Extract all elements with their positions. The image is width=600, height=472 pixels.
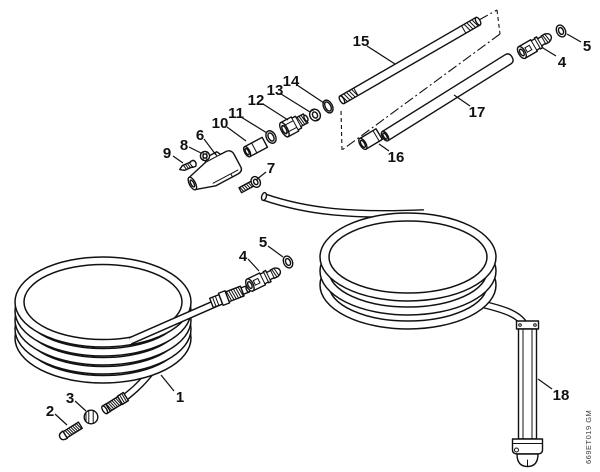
part-label-4-top: 4 <box>558 54 567 71</box>
spray-tube-17 <box>380 53 514 142</box>
suction-hose-18 <box>260 191 544 468</box>
part-label-1: 1 <box>176 389 184 406</box>
coupling-4-bottom <box>243 263 284 294</box>
washer-14 <box>322 99 334 114</box>
part-label-15: 15 <box>353 33 370 50</box>
o-ring-11 <box>265 130 277 144</box>
part-label-5-bottom: 5 <box>259 234 267 251</box>
part-label-6: 6 <box>196 127 204 144</box>
part-label-9: 9 <box>163 145 171 162</box>
part-label-5-top: 5 <box>583 38 591 55</box>
part-label-3: 3 <box>66 390 74 407</box>
nozzle-assembly <box>179 99 334 194</box>
part-label-17: 17 <box>469 104 486 121</box>
part-label-16: 16 <box>388 149 405 166</box>
o-ring-5-bottom <box>280 253 296 271</box>
leader-lines <box>54 33 582 426</box>
coupling-4-top <box>514 29 555 61</box>
sleeve-10 <box>242 136 269 158</box>
screw-9 <box>179 159 197 172</box>
drop-tube-with-filter <box>511 320 544 468</box>
hose-coil-1 <box>14 256 192 384</box>
nozzle-body-6 <box>187 150 243 191</box>
part-label-7: 7 <box>267 160 275 177</box>
hose-assembly-1 <box>14 253 296 441</box>
part-label-14: 14 <box>283 73 300 90</box>
phantom-outline <box>340 9 501 151</box>
hose-end-fitting-top <box>208 284 251 309</box>
sleeve-16 <box>358 128 384 151</box>
part-label-4-bottom: 4 <box>239 248 248 265</box>
part-label-13: 13 <box>267 82 284 99</box>
part-label-10: 10 <box>212 115 229 132</box>
o-ring-5-top <box>553 22 569 40</box>
connector-12 <box>279 113 309 138</box>
part-label-8: 8 <box>180 137 188 154</box>
part-label-11: 11 <box>228 105 244 122</box>
screw-plug-2 <box>58 421 83 441</box>
part-labels: 1 2 3 4 5 6 7 8 9 10 11 12 13 14 15 16 1… <box>46 33 591 420</box>
hose-end-fitting-bottom <box>101 391 130 415</box>
watermark-code: 669ET019 GM <box>584 410 593 464</box>
part-label-12: 12 <box>248 92 265 109</box>
part-label-2: 2 <box>46 403 54 420</box>
nut-3 <box>83 409 99 425</box>
screw-7 <box>238 175 262 194</box>
part-label-18: 18 <box>553 387 570 404</box>
nut-8 <box>199 150 211 162</box>
spray-tube-15 <box>338 16 482 105</box>
nut-13 <box>308 108 322 122</box>
hose-coil-18 <box>319 212 497 330</box>
